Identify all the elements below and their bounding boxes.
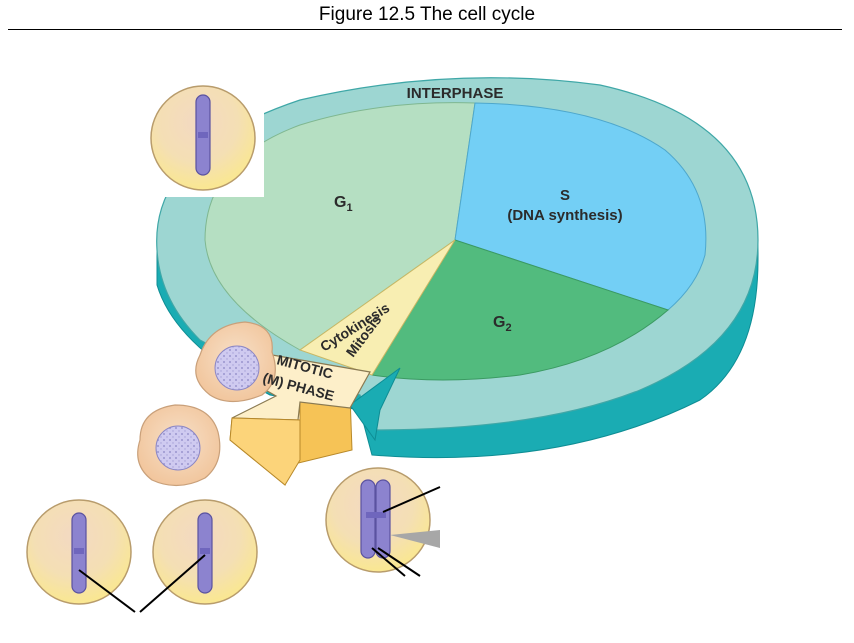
g2-cell bbox=[325, 467, 431, 573]
s-label: S bbox=[560, 187, 570, 204]
daughter-cell-lower bbox=[137, 404, 221, 487]
s-sublabel: (DNA synthesis) bbox=[507, 207, 622, 224]
g2-subscript: 2 bbox=[505, 322, 511, 334]
g1-cell bbox=[150, 85, 256, 191]
g2-letter: G bbox=[493, 314, 505, 331]
chromatid-cell-right bbox=[152, 499, 258, 605]
cycle-arrowhead bbox=[349, 367, 401, 442]
figure-title: Figure 12.5 The cell cycle bbox=[318, 4, 536, 25]
pointer-wedge bbox=[390, 530, 440, 548]
g1-subscript: 1 bbox=[346, 202, 352, 214]
pointer-lines bbox=[78, 486, 441, 613]
s-sector bbox=[454, 102, 707, 311]
g1-label: G1 bbox=[334, 194, 353, 214]
daughter-cell-upper bbox=[195, 321, 276, 403]
title-rule bbox=[8, 29, 842, 30]
chromatid-cell-left bbox=[26, 499, 132, 605]
m-phase-wedge bbox=[298, 239, 456, 376]
g2-label: G2 bbox=[493, 314, 512, 334]
g2-sector bbox=[371, 239, 669, 381]
interphase-label: INTERPHASE bbox=[407, 85, 504, 102]
g1-letter: G bbox=[334, 194, 346, 211]
mitotic-arrow-inner bbox=[229, 417, 301, 486]
